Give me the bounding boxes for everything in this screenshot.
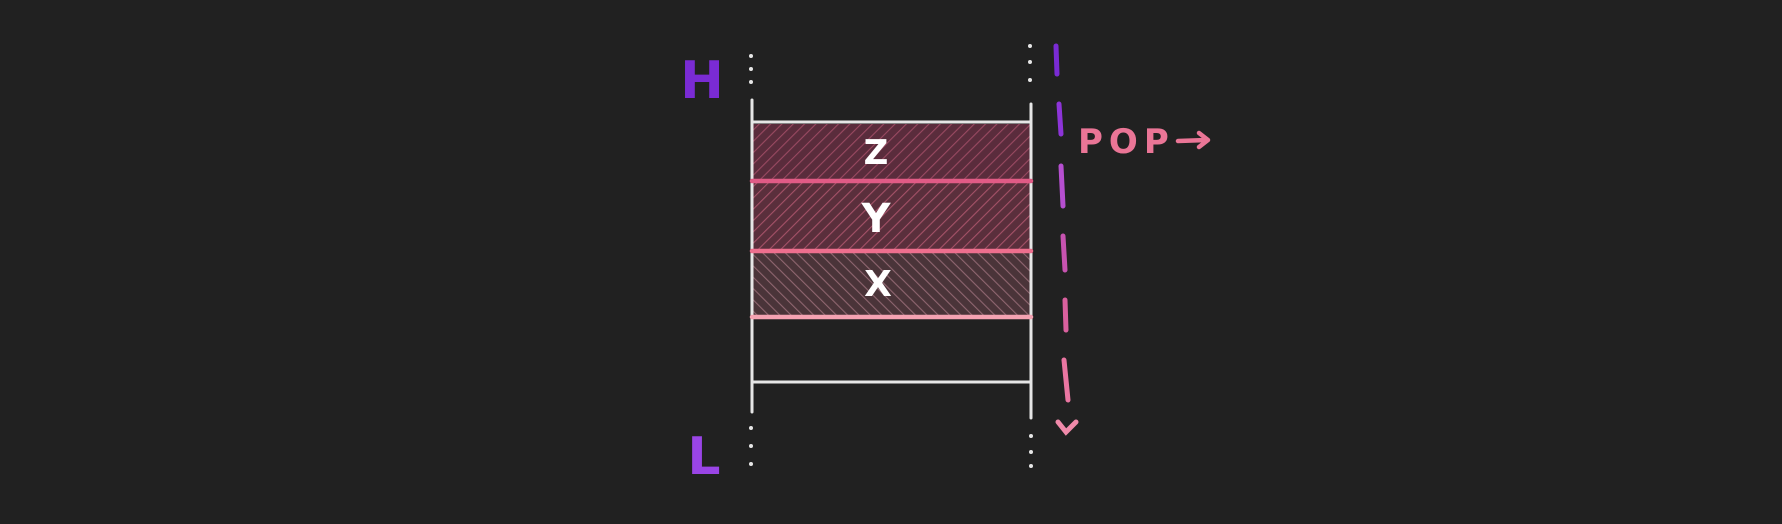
high-label: H bbox=[680, 51, 724, 111]
stack-item-z-label: Z bbox=[864, 133, 889, 173]
low-label: L bbox=[687, 427, 720, 487]
dotted-top-right bbox=[1028, 44, 1032, 82]
stack-item-x-label: X bbox=[864, 264, 892, 305]
stack-item-y bbox=[753, 182, 1030, 250]
stack-item-x bbox=[753, 252, 1030, 316]
stack-item-z bbox=[753, 124, 1030, 180]
dotted-bottom-right bbox=[1029, 434, 1033, 468]
dotted-top-left bbox=[749, 54, 753, 84]
stack-item-y-label: Y bbox=[861, 196, 892, 242]
pop-right-arrow bbox=[1175, 130, 1211, 150]
pop-label: POP bbox=[1078, 122, 1175, 162]
pop-direction-arrow bbox=[1053, 43, 1079, 436]
dotted-bottom-left bbox=[749, 426, 753, 466]
